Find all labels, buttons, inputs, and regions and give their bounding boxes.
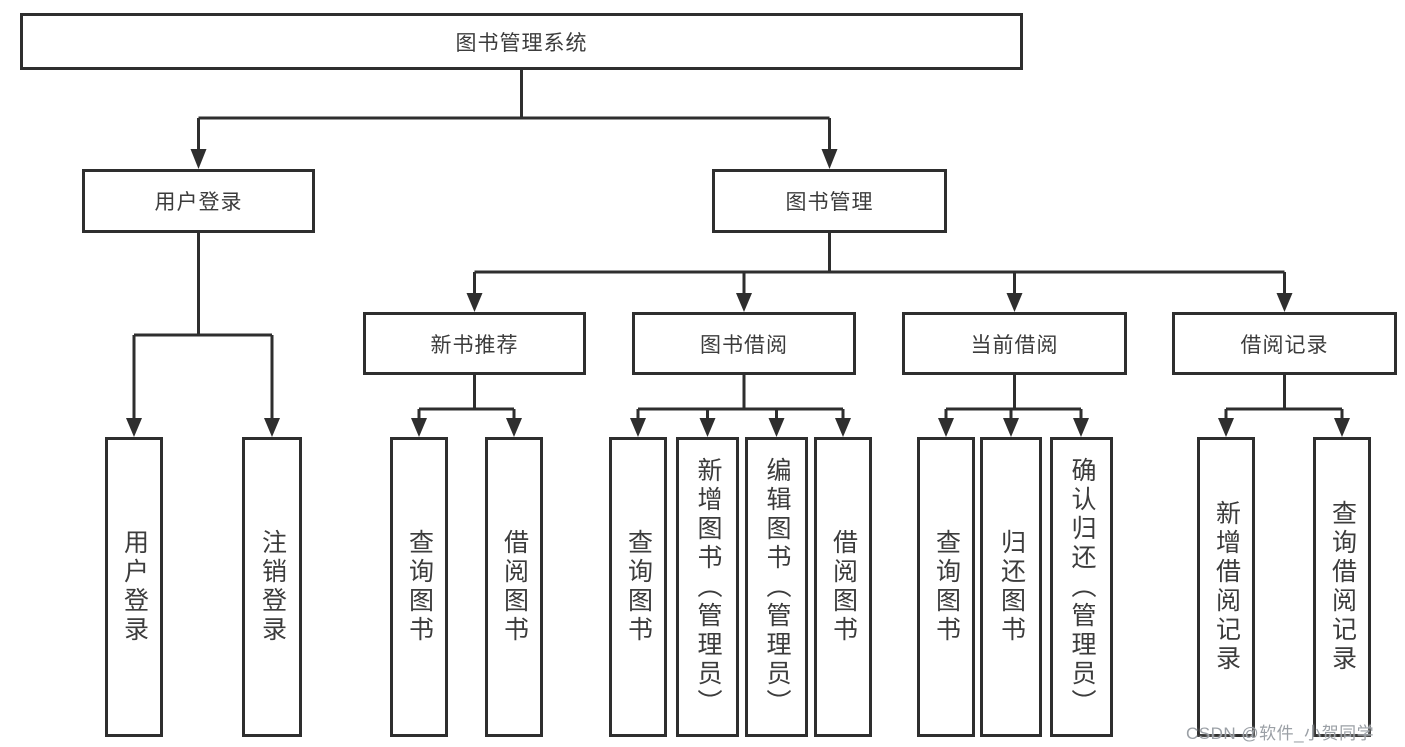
leaf-query-borrow-record: 查询借阅记录	[1313, 437, 1371, 737]
node-label: 图书借阅	[700, 333, 788, 357]
node-label: 图书管理系统	[455, 31, 588, 55]
node-label: 借阅记录	[1240, 333, 1329, 357]
node-borrowing-records: 借阅记录	[1172, 312, 1397, 375]
node-label: 借阅图书	[829, 529, 858, 645]
leaf-return-books: 归还图书	[980, 437, 1042, 737]
leaf-user-login: 用户登录	[105, 437, 163, 737]
arrowheads	[126, 149, 1350, 437]
node-book-borrowing: 图书借阅	[632, 312, 856, 375]
leaf-query-books: 查询图书	[609, 437, 667, 737]
node-label: 新增借阅记录	[1212, 500, 1241, 674]
node-label: 归还图书	[997, 529, 1026, 645]
node-label: 新书推荐	[430, 333, 519, 357]
leaf-query-books: 查询图书	[390, 437, 448, 737]
node-label: 查询图书	[624, 529, 653, 645]
node-label: 查询图书	[932, 529, 961, 645]
connector-lines	[132, 70, 1344, 419]
node-label: 注销登录	[258, 529, 287, 645]
leaf-add-borrow-record: 新增借阅记录	[1197, 437, 1255, 737]
node-label: 查询借阅记录	[1328, 500, 1357, 674]
node-label: 编辑图书（管理员）	[763, 456, 791, 718]
leaf-confirm-return-admin: 确认归还（管理员）	[1050, 437, 1113, 737]
node-current-borrowing: 当前借阅	[902, 312, 1127, 375]
leaf-borrow-books: 借阅图书	[485, 437, 543, 737]
leaf-add-books-admin: 新增图书（管理员）	[676, 437, 739, 737]
leaf-query-books: 查询图书	[917, 437, 975, 737]
leaf-logout: 注销登录	[242, 437, 302, 737]
node-label: 用户登录	[120, 529, 149, 645]
node-label: 图书管理	[785, 191, 874, 214]
node-label: 借阅图书	[500, 529, 529, 645]
node-label: 当前借阅	[970, 333, 1059, 357]
leaf-edit-books-admin: 编辑图书（管理员）	[745, 437, 808, 737]
node-label: 查询图书	[405, 529, 434, 645]
node-label: 确认归还（管理员）	[1068, 456, 1096, 718]
node-library-management-system: 图书管理系统	[20, 13, 1023, 70]
node-label: 新增图书（管理员）	[694, 456, 722, 718]
node-new-book-recommendation: 新书推荐	[363, 312, 586, 375]
node-book-management-branch: 图书管理	[712, 169, 947, 233]
leaf-borrow-books: 借阅图书	[814, 437, 872, 737]
node-user-login-branch: 用户登录	[82, 169, 315, 233]
node-label: 用户登录	[154, 191, 243, 214]
csdn-watermark: CSDN @软件_小贺同学	[1186, 724, 1375, 743]
